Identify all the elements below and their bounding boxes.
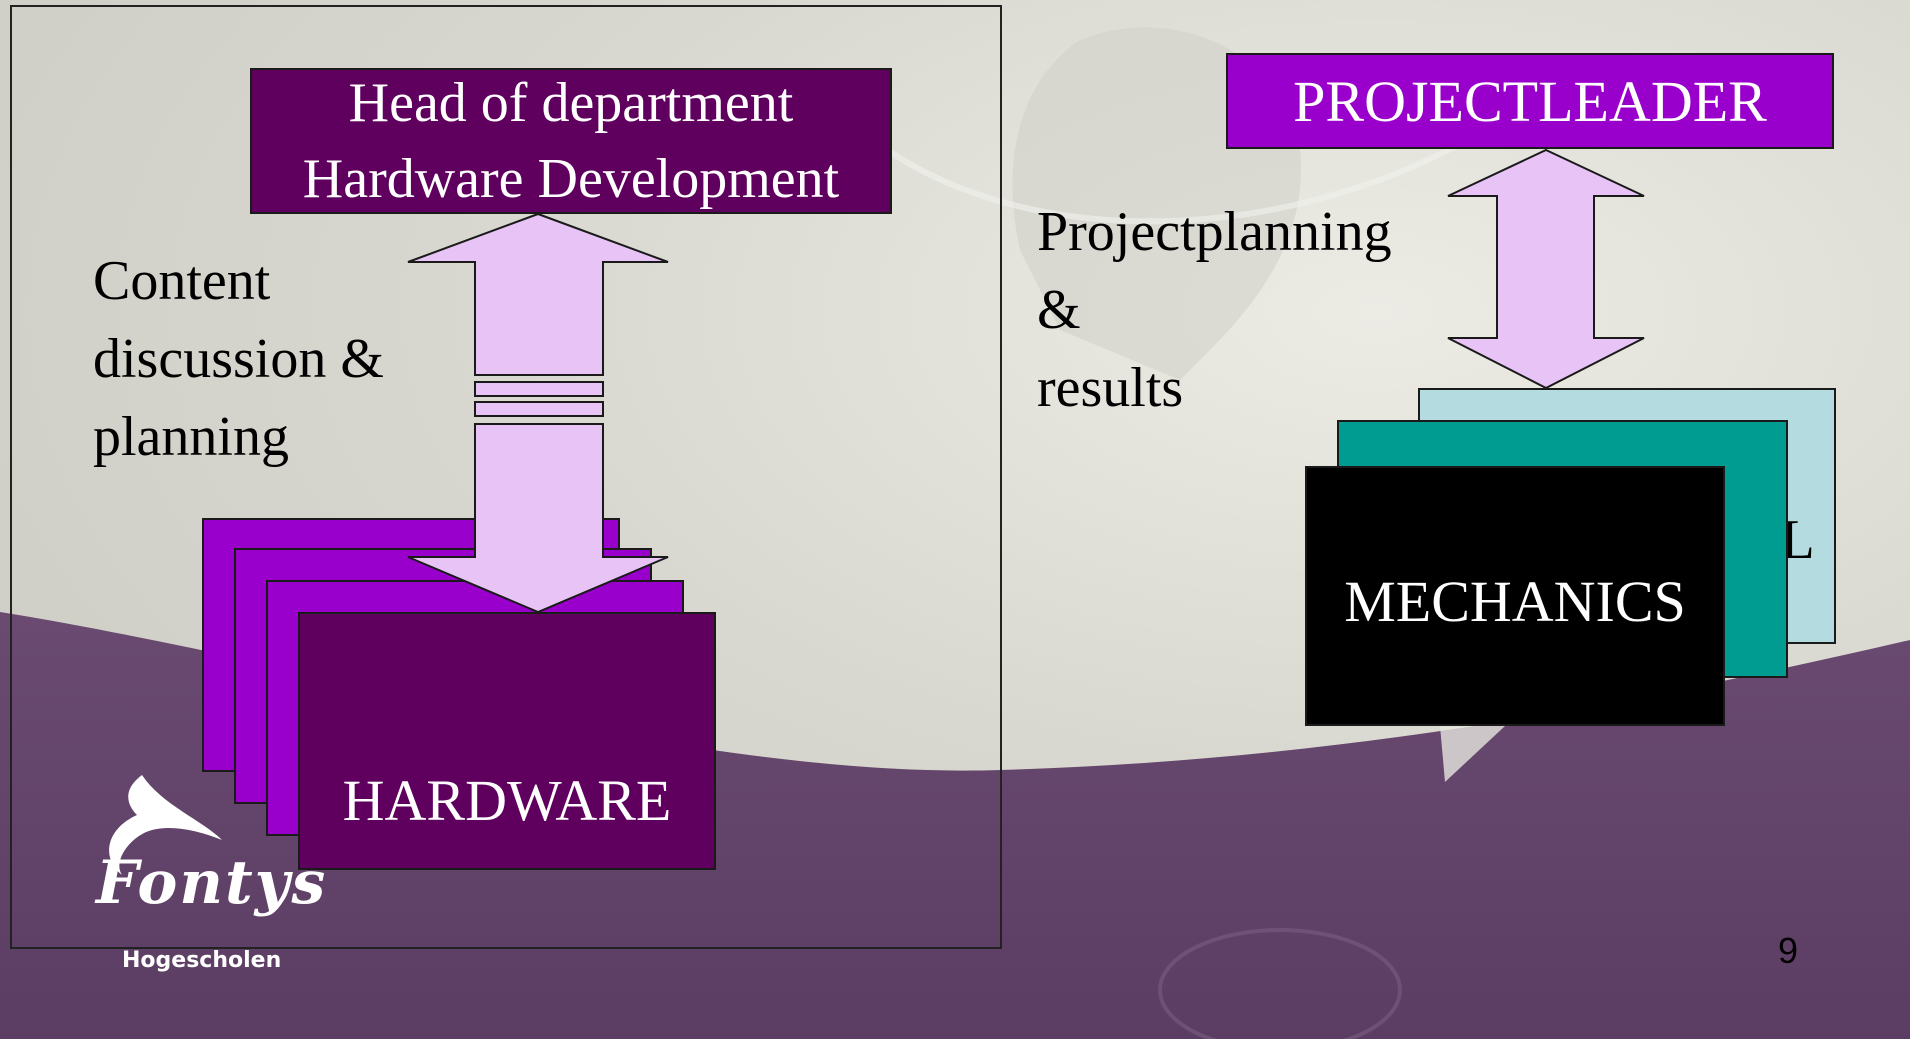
left-section-frame	[10, 5, 1002, 949]
page-number: 9	[1778, 930, 1799, 971]
left-annotation: Content discussion & planning	[93, 242, 384, 476]
right-annotation-line3: results	[1037, 357, 1184, 419]
projectleader-label: PROJECTLEADER	[1293, 68, 1767, 134]
left-arrow-up-part	[407, 212, 669, 376]
hardware-box: HARDWARE	[298, 612, 716, 870]
fontys-subtitle: Hogescholen	[122, 948, 282, 973]
left-annotation-line2: discussion &	[93, 328, 384, 390]
decorative-swirl	[847, 117, 1502, 225]
right-arrow-shape	[1447, 148, 1645, 390]
left-annotation-line3: planning	[93, 406, 289, 468]
right-annotation-line1: Projectplanning	[1037, 201, 1392, 263]
mechanics-label: MECHANICS	[1344, 568, 1686, 634]
fontys-logo-icon	[109, 775, 222, 875]
fontys-logo-text: Fontys	[96, 848, 328, 918]
hardware-label: HARDWARE	[342, 767, 672, 833]
mechanics-box: MECHANICS	[1305, 466, 1725, 726]
left-arrow-break-bar-1	[474, 381, 604, 397]
right-annotation-line2: &	[1037, 279, 1081, 341]
head-of-department-box: Head of department Hardware Development	[250, 68, 892, 214]
head-box-line2: Hardware Development	[302, 148, 840, 210]
left-annotation-line1: Content	[93, 250, 271, 312]
left-arrow-break-bar-2	[474, 401, 604, 417]
projectleader-box: PROJECTLEADER	[1226, 53, 1834, 149]
head-box-line1: Head of department	[348, 72, 794, 134]
decorative-ring	[1158, 928, 1402, 1039]
right-annotation: Projectplanning & results	[1037, 193, 1392, 427]
left-arrow-down-part	[407, 423, 669, 614]
